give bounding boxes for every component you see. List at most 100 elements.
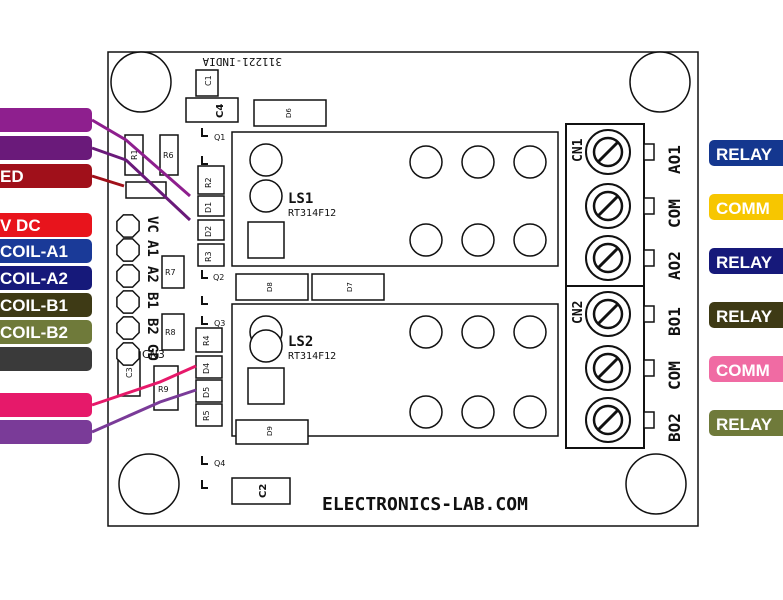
left-callout	[0, 266, 92, 290]
right-callout-text: COMM	[716, 199, 770, 218]
relay-ls2-body	[231, 303, 559, 437]
annotation-wire	[91, 174, 125, 188]
footer-logo: ELECTRONICS-LAB.COM	[322, 494, 528, 515]
label-q2: Q2	[213, 273, 224, 282]
label-d5: D5	[202, 387, 211, 398]
relay-ls1-part: RT314F12	[288, 208, 336, 219]
cn3-pin-label: B1	[144, 292, 160, 309]
cn3-pin	[116, 342, 140, 366]
right-callout-text: RELAY	[716, 253, 773, 272]
label-d2: D2	[204, 226, 213, 237]
connector-cn3-pins	[116, 214, 140, 366]
relay-ls2-pin	[513, 395, 547, 429]
connector-cn2-label: CN2	[571, 301, 586, 324]
label-c2: C2	[258, 484, 269, 498]
relay-ls1-pin	[409, 145, 443, 179]
terminal-pin-label: BO2	[665, 413, 684, 442]
label-r9: R9	[158, 385, 169, 394]
component-d7	[311, 273, 385, 301]
component-c2	[231, 477, 291, 505]
screw-slot	[596, 356, 620, 380]
label-r2: R2	[204, 177, 213, 188]
component-d6	[253, 99, 327, 127]
terminal-pin-label: AO1	[665, 145, 684, 174]
relay-ls2-pin	[249, 329, 283, 363]
terminal-tab	[643, 305, 655, 323]
terminal-pin-label: COM	[665, 361, 684, 390]
annotation-wire	[91, 146, 192, 222]
label-q4: Q4	[214, 459, 225, 468]
right-callout-text: COMM	[716, 361, 770, 380]
annotation-wire	[91, 364, 197, 407]
cn3-pin	[116, 290, 140, 314]
relay-ls2-pin	[461, 395, 495, 429]
component-r2	[197, 165, 225, 195]
relay-ls1-pin	[513, 145, 547, 179]
terminal-tab	[643, 197, 655, 215]
label-c1: C1	[204, 75, 213, 86]
relay-ls2-pin	[409, 395, 443, 429]
screw-slot	[596, 408, 620, 432]
annotation-wires	[91, 118, 197, 434]
component-r7	[161, 255, 185, 289]
relay-ls2-pin	[409, 315, 443, 349]
label-r4: R4	[202, 335, 211, 346]
screw-slot	[596, 194, 620, 218]
cn3-pin-label: A2	[144, 266, 160, 283]
connector-cn1-label: CN1	[571, 138, 586, 162]
left-callout-text: COIL-B1	[0, 296, 68, 315]
right-callout-text: RELAY	[716, 415, 773, 434]
label-r8: R8	[165, 328, 176, 337]
mounting-hole-top-left	[110, 51, 172, 113]
left-callout-text: ED	[0, 167, 24, 186]
cn3-pin-label: GD	[144, 344, 160, 361]
cn3-pin-label: B2	[144, 318, 160, 335]
screw-terminals	[585, 129, 655, 443]
transistor-q2-mark	[201, 270, 208, 305]
relay-ls1-name: LS1	[288, 191, 313, 207]
cn3-pin	[116, 316, 140, 340]
cn3-pin	[116, 214, 140, 238]
component-r5	[195, 403, 223, 427]
component-c-small	[125, 181, 167, 199]
terminal-tab	[643, 143, 655, 161]
label-r6: R6	[163, 151, 174, 160]
relay-ls2-pin	[513, 315, 547, 349]
terminal-pin-label: BO1	[665, 307, 684, 336]
label-d9: D9	[266, 426, 274, 436]
right-callout	[709, 410, 783, 436]
terminal-tab	[643, 411, 655, 429]
label-d6: D6	[285, 108, 293, 118]
label-q1: Q1	[214, 133, 225, 142]
connector-cn3-label: CN3	[142, 348, 165, 361]
terminal-tab	[643, 249, 655, 267]
terminal-pin-label: COM	[665, 199, 684, 228]
component-r3	[197, 243, 225, 267]
left-callout	[0, 239, 92, 263]
pcb-board: 311221-INDIA C1 C4 D6 R1 R6 R2 D1 D2 R3 …	[107, 51, 699, 527]
left-callout	[0, 164, 92, 188]
component-d9	[235, 419, 309, 445]
screw-slot	[596, 246, 620, 270]
transistor-q4-mark	[201, 456, 208, 489]
left-callout	[0, 347, 92, 371]
label-c4: C4	[215, 104, 226, 118]
left-callout-text: COIL-A1	[0, 242, 68, 261]
label-d1: D1	[204, 202, 213, 213]
annotation-wire	[91, 118, 191, 198]
cn3-pin	[116, 238, 140, 262]
left-callout	[0, 293, 92, 317]
screw-slot	[596, 302, 620, 326]
cn3-pin	[116, 264, 140, 288]
transistor-q1-mark	[201, 128, 208, 165]
relay-ls1-pin	[513, 223, 547, 257]
label-d7: D7	[346, 282, 354, 292]
right-callout-text: RELAY	[716, 145, 773, 164]
left-callout	[0, 420, 92, 444]
component-r8	[161, 313, 185, 351]
mounting-hole-bottom-left	[118, 453, 180, 515]
